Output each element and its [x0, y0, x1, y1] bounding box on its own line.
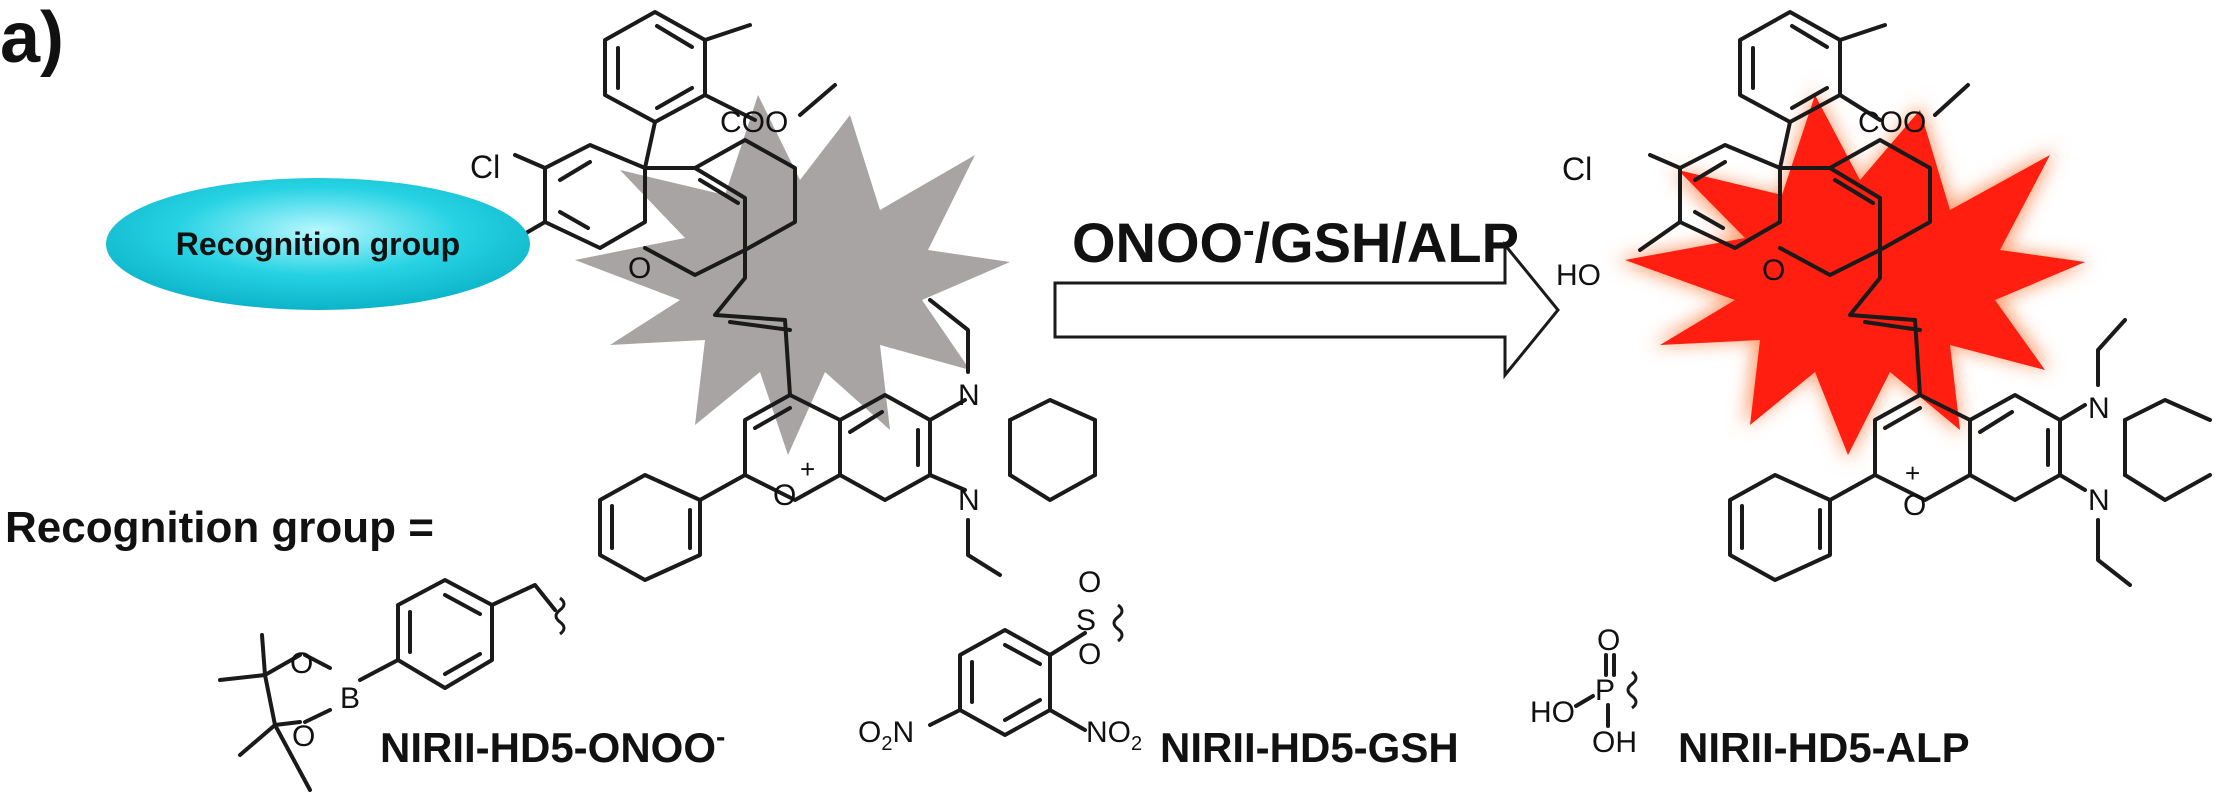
product-oxonium-charge: +	[1905, 458, 1920, 488]
phosphorus-label: P	[1595, 674, 1615, 707]
pinacol-ring	[218, 633, 332, 792]
ester-bond	[703, 23, 757, 122]
amine-n2: N	[958, 484, 980, 517]
product-fused-ring-2	[2058, 398, 2212, 502]
sulfonyl-o-top: O	[1078, 566, 1101, 599]
phosphate-o-top: O	[1597, 624, 1620, 657]
dinitro-aryl	[928, 628, 1087, 737]
boronate-group: B O O NIRII-HD5-ONOO-	[218, 578, 725, 792]
quench-burst	[575, 95, 1010, 455]
boronate-aryl	[358, 578, 557, 690]
product-ester-label: COO	[1858, 106, 1926, 139]
cyclohexene-ring	[693, 138, 797, 252]
methyl-bond	[798, 83, 837, 117]
reagents-label: ONOO-/GSH/ALP	[1072, 211, 1519, 274]
product-molecule: COO O Cl HO O + N N	[1556, 10, 2212, 587]
nitro-left-label: O2N	[858, 716, 914, 755]
nitro-right-label: NO2	[1086, 716, 1142, 755]
fused-ring-1	[838, 393, 932, 502]
sulfur-label: S	[1076, 604, 1096, 637]
xanthene-oxygen: O	[628, 252, 651, 285]
group-name-gsh: NIRII-HD5-GSH	[1160, 724, 1459, 771]
arrow-shape	[1053, 240, 1560, 380]
ester-label: COO	[720, 106, 788, 139]
product-vinyl-linker	[1848, 248, 1922, 397]
chloro-label: Cl	[470, 149, 500, 185]
vinyl-linker	[713, 248, 792, 397]
product-chloro-label: Cl	[1562, 151, 1592, 187]
product-methyl-bond	[1933, 83, 1970, 117]
product-hydroxyl-label: HO	[1556, 259, 1601, 292]
benzoate-ring	[603, 10, 707, 124]
phosphate-wavy-bond	[1626, 670, 1638, 710]
sulfonyl-wavy-bond	[1112, 603, 1124, 643]
group-name-alp: NIRII-HD5-ALP	[1678, 724, 1970, 771]
product-benzoate-ring	[1738, 10, 1842, 124]
product-meso-bond	[1778, 120, 1792, 170]
panel-label: a)	[0, 0, 64, 78]
amine-n1: N	[958, 379, 980, 412]
phosphate-hydroxyl-bottom: OH	[1592, 726, 1637, 759]
product-phenyl-ring	[1728, 473, 1877, 582]
product-amine-n1: N	[2088, 392, 2110, 425]
product-hydroxyl-bond	[1638, 220, 1682, 252]
oxonium-label: O	[773, 479, 796, 512]
reaction-arrow: ONOO-/GSH/ALP	[1053, 211, 1560, 380]
product-xanthene-oxygen: O	[1762, 254, 1785, 287]
chloro-bond	[513, 153, 547, 170]
emission-burst	[1625, 95, 2085, 455]
group-name-onoo: NIRII-HD5-ONOO-	[380, 721, 725, 771]
product-ethyl-groups	[2096, 318, 2132, 587]
product-fused-ring-1	[1968, 393, 2062, 502]
phosphate-bonds	[1574, 653, 1616, 728]
boron-label: B	[340, 682, 360, 715]
product-oxonium-label: O	[1903, 489, 1926, 522]
fused-ring-2	[928, 398, 1097, 502]
sulfonyl-group: S O O O2N NO2 NIRII-HD5-GSH	[858, 566, 1459, 771]
boronate-wavy-bond	[554, 596, 566, 636]
recognition-ellipse-label: Recognition group	[176, 226, 460, 262]
recognition-ellipse	[106, 178, 530, 310]
xanthene-core	[543, 143, 747, 277]
product-chloro-bond	[1648, 153, 1682, 170]
product-amine-n2: N	[2088, 484, 2110, 517]
oxonium-charge: +	[800, 454, 815, 484]
meso-bond	[643, 120, 657, 170]
phenyl-ring	[598, 473, 747, 582]
recognition-definition: Recognition group =	[5, 503, 434, 552]
phosphate-hydroxyl-left: HO	[1530, 696, 1575, 729]
product-chromenylium-ring	[1873, 393, 1972, 502]
probe-molecule: COO O Cl O O + N N Recognition group	[106, 10, 1097, 582]
ethyl-groups	[928, 298, 1002, 577]
boronate-o-top: O	[290, 647, 313, 680]
boronate-o-bottom: O	[292, 720, 315, 753]
product-ester-bond	[1838, 23, 1887, 122]
sulfonyl-o-bottom: O	[1078, 638, 1101, 671]
product-cyclohexene-ring	[1828, 138, 1932, 252]
cyclohexane-ring	[1008, 418, 1097, 477]
phosphate-group: P O HO OH NIRII-HD5-ALP	[1530, 624, 1970, 771]
product-xanthene-core	[1678, 143, 1882, 277]
